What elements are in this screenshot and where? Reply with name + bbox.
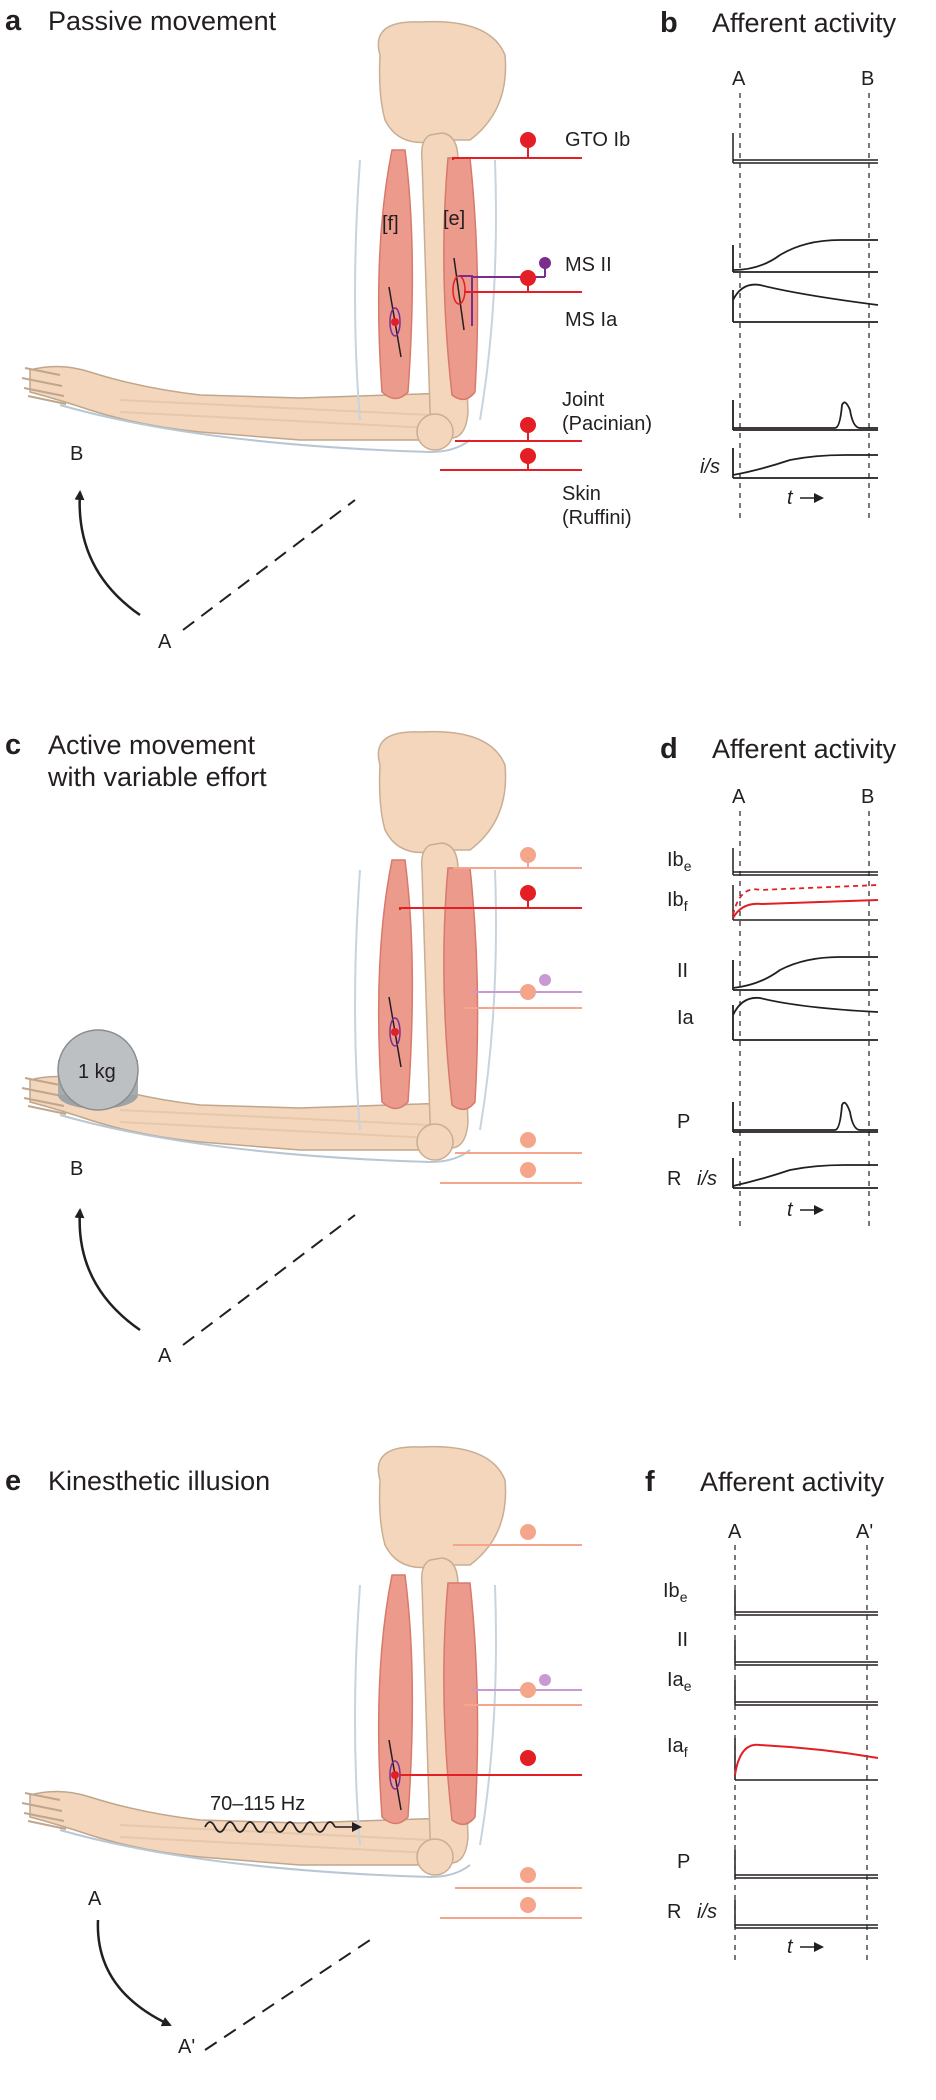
skin-label-1: Skin: [562, 483, 601, 505]
gto-ib-label: GTO Ib: [565, 129, 630, 151]
trace-gto: [732, 133, 878, 164]
panel-e: e Kinesthetic illusion 70–115 Hz A A': [5, 1445, 582, 2058]
position-aprime-label-e: A': [178, 2036, 195, 2058]
panel-b-traces: [732, 133, 879, 479]
row-ia: Ia: [677, 1007, 695, 1029]
row-iae-f: Iae: [667, 1669, 692, 1694]
row-p-f: P: [677, 1851, 690, 1873]
flexor-label: [f]: [382, 213, 399, 235]
ms1a-label: MS Ia: [565, 309, 618, 331]
movement-arrow-c: [74, 1208, 141, 1332]
position-b-label: B: [70, 443, 83, 465]
weight-icon: 1 kg: [57, 1029, 139, 1111]
panel-d-marker-b: B: [861, 786, 874, 808]
position-a-label-e: A: [88, 1888, 102, 1910]
vibration-frequency-label: 70–115 Hz: [210, 1793, 305, 1815]
gto-ib-nerve: [452, 157, 582, 160]
ms2-cell: [539, 257, 551, 269]
panel-b: b Afferent activity A B i/s t: [660, 7, 897, 520]
panel-d-yunit: i/s: [697, 1168, 717, 1190]
row-r: R: [667, 1168, 681, 1190]
panel-d-time-label: t: [787, 1199, 794, 1221]
panel-f: f Afferent activity A A' Ibe II Iae Iaf …: [645, 1466, 885, 1960]
panel-b-marker-a: A: [732, 68, 746, 90]
position-b-label-c: B: [70, 1158, 83, 1180]
joint-label-2: (Pacinian): [562, 413, 652, 435]
start-position-line: [182, 499, 356, 631]
panel-d-marker-a: A: [732, 786, 746, 808]
row-ibf: Ibf: [667, 889, 688, 914]
end-position-line-e: [204, 1939, 371, 2051]
row-ii: II: [677, 960, 688, 982]
trace-ms1a: [732, 283, 879, 323]
panel-e-letter: e: [5, 1465, 21, 1497]
panel-f-time-label: t: [787, 1936, 794, 1958]
ms2-label: MS II: [565, 254, 612, 276]
ms1a-cell: [520, 270, 536, 286]
panel-d-letter: d: [660, 733, 678, 765]
panel-b-yunit: i/s: [700, 456, 720, 478]
panel-b-title: Afferent activity: [712, 8, 897, 38]
position-a-label-c: A: [158, 1345, 172, 1367]
start-position-line-c: [182, 1214, 356, 1346]
joint-label-1: Joint: [562, 389, 605, 411]
panel-e-title: Kinesthetic illusion: [48, 1466, 270, 1496]
skin-cell: [520, 448, 536, 464]
movement-arrow: [74, 490, 141, 617]
panel-b-letter: b: [660, 7, 678, 39]
panel-f-marker-a: A: [728, 1521, 742, 1543]
panel-c: c Active movement with variable effort 1…: [5, 729, 582, 1367]
weight-label: 1 kg: [78, 1061, 116, 1083]
panel-d-title: Afferent activity: [712, 734, 897, 764]
row-ibe-f: Ibe: [663, 1580, 688, 1605]
trace-skin: [732, 448, 878, 479]
position-a-label: A: [158, 631, 172, 653]
joint-cell: [520, 417, 536, 433]
panel-f-marker-aprime: A': [856, 1521, 873, 1543]
trace-joint: [732, 400, 878, 431]
panel-f-yunit: i/s: [697, 1901, 717, 1923]
row-p: P: [677, 1111, 690, 1133]
arm-illustration: [21, 20, 507, 454]
trace-ms2: [732, 239, 878, 273]
panel-b-marker-b: B: [861, 68, 874, 90]
panel-f-letter: f: [645, 1466, 655, 1498]
panel-b-time-label: t: [787, 487, 794, 509]
vibration-wave: [204, 1821, 336, 1833]
row-ibe: Ibe: [667, 849, 692, 874]
extensor-label: [e]: [443, 208, 465, 230]
row-r-f: R: [667, 1901, 681, 1923]
row-iaf-f: Iaf: [667, 1735, 688, 1760]
gto-ib-cell: [520, 132, 536, 148]
panel-c-title-1: Active movement: [48, 730, 256, 760]
panel-a: a Passive movement [f] [e] GTO Ib MS II …: [5, 5, 652, 653]
skin-label-2: (Ruffini): [562, 507, 632, 529]
panel-c-letter: c: [5, 729, 21, 761]
panel-a-letter: a: [5, 5, 22, 37]
panel-f-title: Afferent activity: [700, 1467, 885, 1497]
panel-d: d Afferent activity A B Ibe Ibf II Ia P …: [660, 733, 897, 1228]
row-ii-f: II: [677, 1629, 688, 1651]
panel-c-title-2: with variable effort: [47, 762, 267, 792]
panel-a-title: Passive movement: [48, 6, 277, 36]
movement-arrow-e: [96, 1919, 172, 2027]
